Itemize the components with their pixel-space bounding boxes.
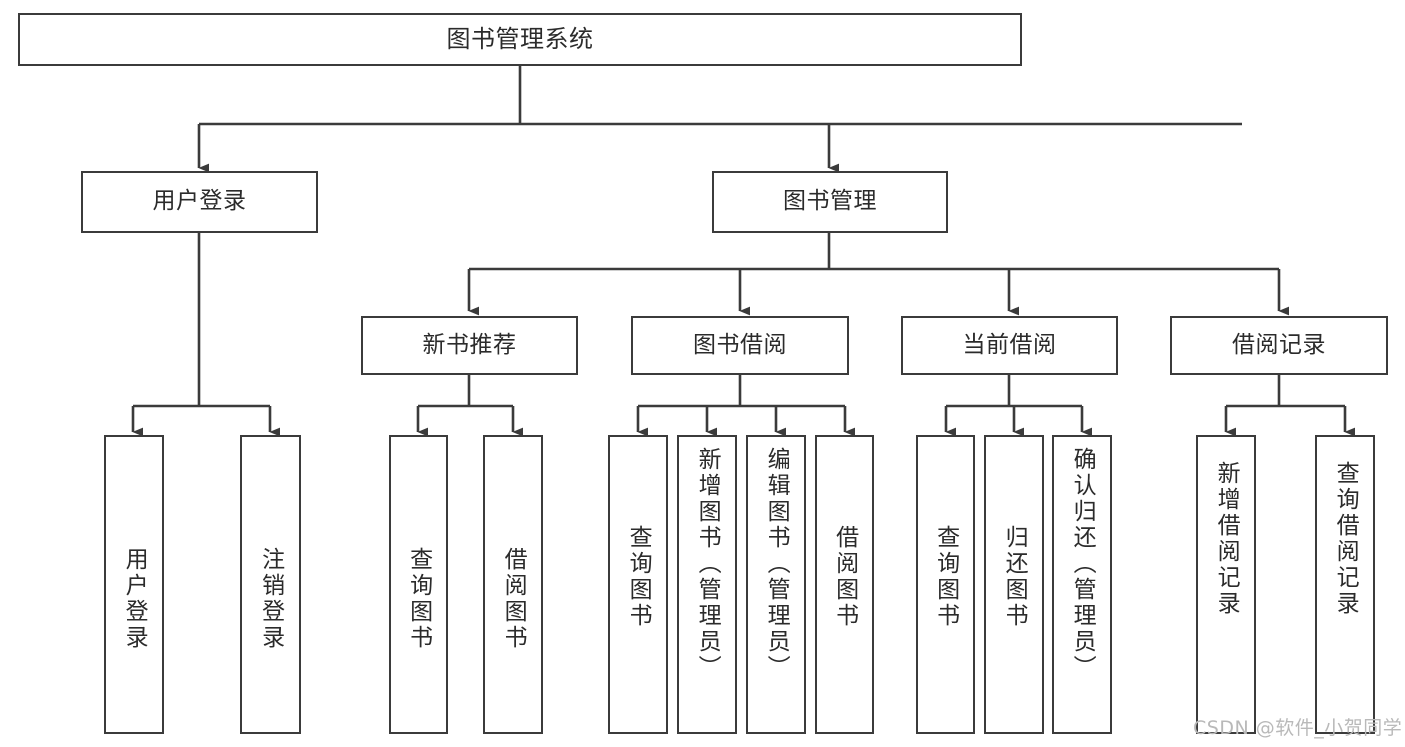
leaf-current-return-book[interactable]: 归还图书	[984, 435, 1044, 734]
node-current-borrow[interactable]: 当前借阅	[901, 316, 1118, 375]
node-label: 图书管理系统	[446, 25, 594, 54]
node-label: 新书推荐	[422, 331, 517, 358]
node-label: 归还图书	[1001, 525, 1028, 629]
node-label: 查询图书	[932, 525, 959, 629]
node-label: 编辑图书（管理员）	[763, 447, 790, 681]
node-label: 用户登录	[152, 188, 247, 215]
node-label: 新增图书（管理员）	[694, 447, 721, 681]
node-book-borrow[interactable]: 图书借阅	[631, 316, 849, 375]
leaf-newbook-query-book[interactable]: 查询图书	[389, 435, 448, 734]
node-user-login[interactable]: 用户登录	[81, 171, 318, 233]
node-label: 图书借阅	[693, 331, 787, 358]
node-label: 注销登录	[257, 547, 284, 651]
node-label: 用户登录	[121, 547, 148, 651]
leaf-borrow-lend-book[interactable]: 借阅图书	[815, 435, 874, 734]
node-label: 图书管理	[783, 188, 877, 215]
leaf-newbook-borrow-book[interactable]: 借阅图书	[483, 435, 543, 734]
leaf-current-query-book[interactable]: 查询图书	[916, 435, 975, 734]
node-label: 新增借阅记录	[1213, 461, 1240, 617]
node-root-system[interactable]: 图书管理系统	[18, 13, 1022, 66]
node-label: 借阅图书	[500, 547, 527, 651]
node-borrow-record[interactable]: 借阅记录	[1170, 316, 1388, 375]
node-label: 借阅记录	[1232, 331, 1326, 358]
node-label: 确认归还（管理员）	[1069, 447, 1096, 681]
leaf-borrow-query-book[interactable]: 查询图书	[608, 435, 668, 734]
leaf-current-confirm-return-admin[interactable]: 确认归还（管理员）	[1052, 435, 1112, 734]
node-label: 当前借阅	[962, 331, 1057, 358]
node-label: 查询图书	[405, 547, 432, 651]
leaf-logout[interactable]: 注销登录	[240, 435, 301, 734]
node-label: 查询借阅记录	[1332, 461, 1359, 617]
node-book-management[interactable]: 图书管理	[712, 171, 948, 233]
node-label: 借阅图书	[831, 525, 858, 629]
leaf-borrow-edit-book-admin[interactable]: 编辑图书（管理员）	[746, 435, 806, 734]
leaf-borrow-add-book-admin[interactable]: 新增图书（管理员）	[677, 435, 737, 734]
leaf-user-login[interactable]: 用户登录	[104, 435, 164, 734]
leaf-record-query-record[interactable]: 查询借阅记录	[1315, 435, 1375, 734]
node-label: 查询图书	[625, 525, 652, 629]
leaf-record-add-record[interactable]: 新增借阅记录	[1196, 435, 1256, 734]
node-new-book-recommend[interactable]: 新书推荐	[361, 316, 578, 375]
